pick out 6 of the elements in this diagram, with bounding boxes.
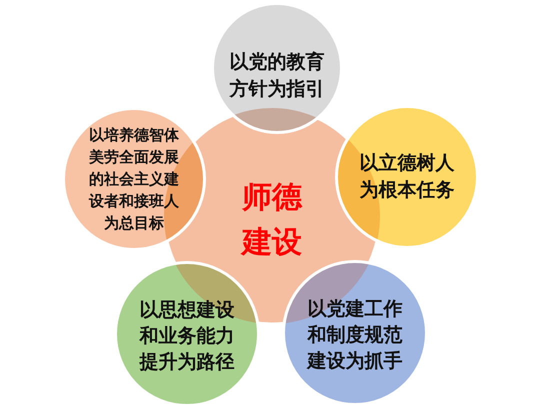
center-title: 师德建设 <box>240 179 304 262</box>
item-text: 以思想建设和业务能力提升为路径 <box>138 298 236 375</box>
item-text: 以党建工作和制度规范建设为抓手 <box>306 297 404 374</box>
item-text: 以党的教育方针为指引 <box>228 50 326 102</box>
item-text: 以立德树人为根本任务 <box>358 151 456 203</box>
item-text: 以培养德智体美劳全面发展的社会主义建设者和接班人为总目标 <box>88 125 180 234</box>
